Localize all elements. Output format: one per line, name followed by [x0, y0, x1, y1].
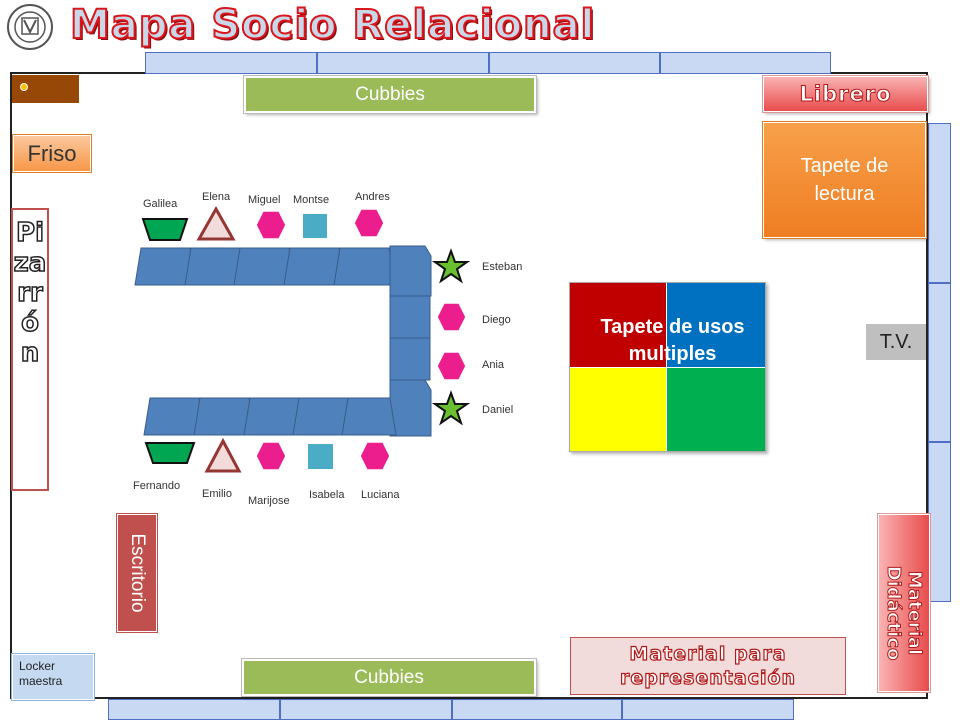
door-marker [12, 75, 79, 103]
esteban-star [431, 248, 471, 284]
mat-green-square [667, 368, 765, 451]
fernando-trapezoid [144, 442, 196, 464]
student-name-miguel: Miguel [248, 194, 281, 206]
table-top-5 [333, 247, 396, 286]
student-name-diego: Diego [482, 314, 511, 326]
student-name-andres: Andres [355, 191, 390, 203]
table-right-1 [389, 245, 432, 297]
tapete-usos-label: Tapete de usos multiples [600, 316, 745, 365]
university-logo [7, 4, 53, 50]
diego-hexagon [436, 302, 467, 332]
student-name-luciana: Luciana [361, 489, 400, 501]
miguel-hexagon [255, 210, 287, 240]
material-didactico: Material Didáctico [878, 514, 930, 692]
student-name-ania: Ania [482, 359, 505, 371]
student-name-galilea: Galilea [143, 198, 178, 210]
door-knob-icon [20, 83, 28, 91]
student-name-elena: Elena [202, 191, 231, 203]
escritorio-desk: Escritorio [117, 514, 157, 632]
table-right-3 [389, 337, 431, 381]
table-bottom-5 [341, 397, 397, 436]
table-right-4 [389, 379, 432, 437]
galilea-trapezoid [141, 218, 189, 241]
window-top-4 [660, 52, 831, 74]
tapete-usos-multiples: Tapete de usos multiples [569, 282, 766, 452]
cubbies-bottom: Cubbies [242, 659, 536, 696]
student-name-marijose: Marijose [248, 495, 290, 507]
cubbies-top: Cubbies [244, 76, 536, 113]
isabela-square [306, 442, 335, 471]
page-title: Mapa Socio Relacional [69, 1, 596, 49]
elena-triangle [196, 205, 236, 241]
tv-label: T.V. [866, 324, 926, 360]
montse-square [301, 212, 329, 240]
student-name-fernando: Fernando [133, 480, 181, 492]
locker-maestra: Locker maestra [12, 654, 94, 700]
librero-label: Librero [763, 76, 928, 112]
student-name-isabela: Isabela [309, 489, 345, 501]
window-right-2 [928, 283, 951, 442]
student-name-emilio: Emilio [202, 488, 232, 500]
mat-red-square [570, 283, 666, 367]
window-top-2 [317, 52, 489, 74]
ania-hexagon [436, 351, 467, 381]
mat-yellow-square [570, 368, 666, 451]
student-name-montse: Montse [293, 194, 330, 206]
pizarron-board [11, 208, 49, 491]
luciana-hexagon [359, 441, 391, 471]
table-right-2 [389, 295, 431, 339]
emilio-triangle [204, 437, 242, 473]
window-top-1 [145, 52, 317, 74]
student-name-esteban: Esteban [482, 261, 523, 273]
window-right-1 [928, 123, 951, 283]
pizarron-label: Pizarrón [13, 217, 47, 369]
window-top-3 [489, 52, 660, 74]
andres-hexagon [353, 208, 385, 238]
tapete-lectura: Tapete de lectura [763, 122, 926, 238]
mat-blue-square [667, 283, 765, 367]
friso-label: Friso [12, 134, 92, 173]
daniel-star [431, 390, 471, 426]
material-representacion: Material para representación [570, 637, 846, 695]
marijose-hexagon [255, 441, 287, 471]
student-name-daniel: Daniel [482, 404, 514, 416]
